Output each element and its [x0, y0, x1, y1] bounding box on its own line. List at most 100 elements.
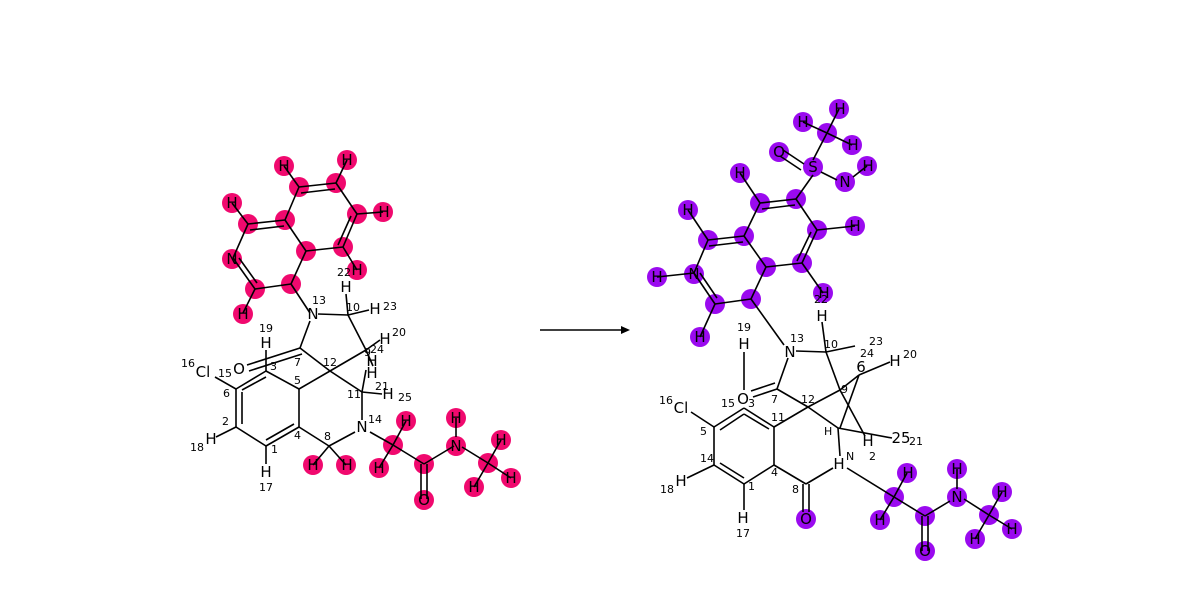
atom-label: H	[278, 157, 289, 175]
atom-label: H	[341, 456, 352, 474]
atom-label: H	[400, 412, 411, 430]
atom-label: H	[450, 409, 461, 427]
atom-label: H	[495, 431, 506, 449]
atom-highlight	[796, 509, 816, 529]
atom-index: 23	[383, 300, 397, 313]
atom-highlight	[915, 541, 935, 561]
atom-index: 4	[771, 466, 778, 479]
atom-index: 5	[700, 425, 707, 438]
atom-index: 16	[181, 357, 195, 370]
atom-index: 9	[841, 383, 848, 396]
atom-label: O	[800, 510, 812, 528]
atom-index: 12	[323, 356, 337, 369]
atom-label: H	[675, 472, 686, 490]
atom-label: H	[226, 194, 237, 212]
atom-index: 19	[259, 322, 273, 335]
atom-label: H	[369, 300, 380, 318]
atom-index: H	[824, 425, 832, 438]
atom-label: Cl	[674, 399, 689, 417]
atom-label: H	[737, 509, 748, 527]
atom-label: H	[205, 430, 216, 448]
atom-label: N	[226, 250, 237, 268]
left-molecule-bonds	[214, 159, 512, 499]
atom-label: H	[889, 352, 900, 370]
atom-label: H	[260, 334, 271, 352]
atom-label: H	[366, 364, 377, 382]
atom-label: N	[356, 418, 367, 436]
atom-index: 22	[814, 293, 828, 306]
atom-index: 18	[660, 483, 674, 496]
atom-index: 23	[869, 335, 883, 348]
atom-label: Cl	[196, 363, 211, 381]
atom-label: N	[784, 343, 795, 361]
atom-highlight	[446, 436, 466, 456]
atom-highlight	[769, 142, 789, 162]
atom-index: 22	[337, 266, 351, 279]
atom-index: 11	[347, 388, 361, 401]
atom-label: H	[833, 455, 844, 473]
atom-label: H	[373, 459, 384, 477]
atom-index: 5	[294, 374, 301, 387]
atom-label: H	[834, 100, 845, 118]
atom-index: 9	[364, 346, 371, 359]
atom-label: 6	[856, 358, 866, 376]
atom-label: H	[996, 483, 1007, 501]
atom-label: H	[862, 432, 873, 450]
atom-index: 16	[659, 394, 673, 407]
atom-label: H	[1006, 520, 1017, 538]
atom-index: 2	[869, 450, 876, 463]
atom-index: 13	[312, 294, 326, 307]
atom-index: 18	[190, 441, 204, 454]
atom-index: 8	[792, 483, 799, 496]
atom-index: 14	[368, 413, 382, 426]
atom-label: N	[307, 305, 318, 323]
atom-label: H	[682, 201, 693, 219]
atom-index: 2	[222, 415, 229, 428]
atom-label: H	[818, 284, 829, 302]
atom-label: H	[237, 305, 248, 323]
atom-label: H	[694, 328, 705, 346]
atom-index: 20	[903, 348, 917, 361]
atom-index: 21	[375, 380, 389, 393]
atom-index: 10	[824, 338, 838, 351]
atom-index: 3	[748, 397, 755, 410]
atom-index: 13	[790, 332, 804, 345]
atom-index: 14	[700, 452, 714, 465]
reaction-arrow	[540, 326, 630, 334]
left-molecule-labels: H H H H H N H H 13 N 22 H 10 H 23 19 H H…	[181, 151, 517, 509]
atom-index: 11	[771, 411, 785, 424]
atom-index: 24	[370, 343, 384, 356]
atom-label: H	[849, 217, 860, 235]
atom-label: H	[734, 164, 745, 182]
atom-index: 4	[294, 429, 301, 442]
atom-label: 25	[891, 429, 910, 447]
atom-index: 24	[860, 347, 874, 360]
atom-index: 1	[748, 480, 755, 493]
atom-index: 21	[909, 435, 923, 448]
atom-label: H	[340, 278, 351, 296]
atom-label: H	[468, 478, 479, 496]
atom-index: 1	[271, 443, 278, 456]
atom-index: 6	[223, 387, 230, 400]
atom-label: H	[505, 469, 516, 487]
right-molecule-labels: H H O H S H N H H H N H H 22 H 13 N 10 H…	[651, 100, 1017, 560]
atom-label: O	[233, 360, 245, 378]
atom-label: H	[351, 261, 362, 279]
atom-label: H	[260, 463, 271, 481]
atom-label: N	[688, 265, 699, 283]
atom-label: H	[902, 464, 913, 482]
atom-label: H	[307, 456, 318, 474]
atom-index: N	[846, 450, 854, 463]
atom-label: H	[379, 330, 390, 348]
atom-label: O	[418, 491, 430, 509]
atom-label: H	[366, 352, 377, 370]
atom-highlight	[947, 487, 967, 507]
atom-label: H	[378, 203, 389, 221]
atom-label: H	[951, 460, 962, 478]
atom-label: S	[808, 158, 818, 176]
atom-label: H	[738, 335, 749, 353]
atom-index: 25	[398, 391, 412, 404]
atom-highlight	[414, 490, 434, 510]
atom-label: H	[341, 151, 352, 169]
